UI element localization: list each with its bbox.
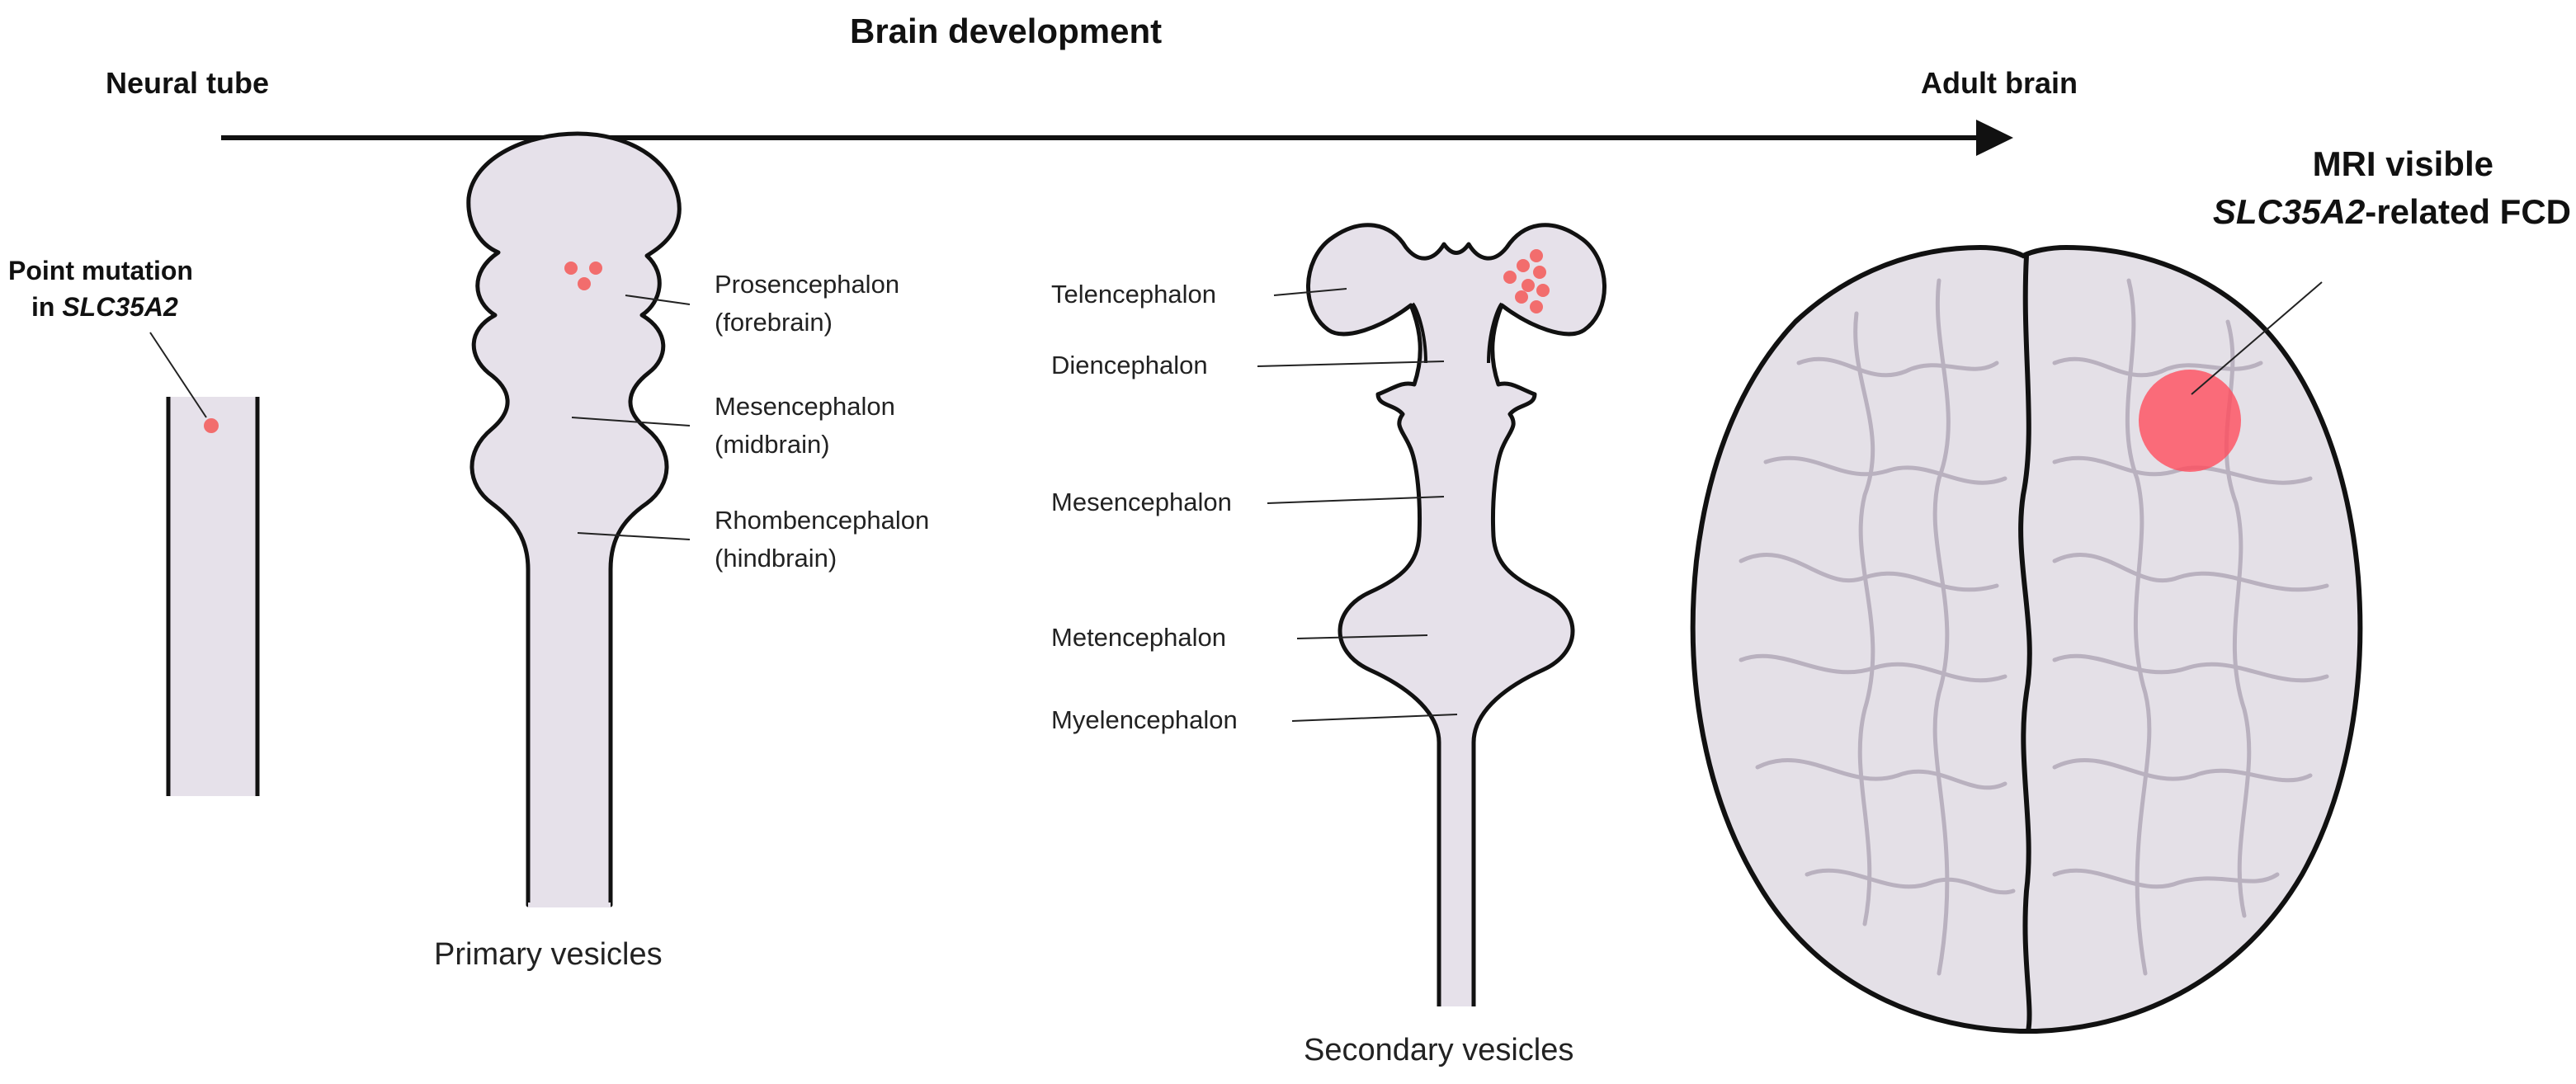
label-line2: (hindbrain) xyxy=(715,544,837,573)
secondary-label-mesencephalon: Mesencephalon xyxy=(1051,488,1232,516)
secondary-vesicles-shape xyxy=(1257,223,1606,1006)
label-line1: Mesencephalon xyxy=(715,392,895,421)
adult-brain xyxy=(1690,244,2363,1034)
mutation-leader-line xyxy=(149,332,207,418)
neural-tube xyxy=(149,332,260,796)
mutation-label-gene: SLC35A2 xyxy=(62,292,178,322)
diagram-title: Brain development xyxy=(850,12,1163,50)
mutation-label: Point mutation in SLC35A2 xyxy=(8,252,193,325)
primary-vesicles-caption: Primary vesicles xyxy=(434,937,663,972)
secondary-label-diencephalon: Diencephalon xyxy=(1051,351,1208,379)
secondary-label-telencephalon: Telencephalon xyxy=(1051,280,1216,309)
label-line2: (midbrain) xyxy=(715,430,830,459)
label-line1: Rhombencephalon xyxy=(715,506,930,535)
lesion-label-line2: SLC35A2-related FCD xyxy=(2213,188,2571,236)
label-line2: (forebrain) xyxy=(715,308,833,337)
start-label: Neural tube xyxy=(106,66,270,100)
timeline-arrow xyxy=(221,120,2013,156)
lesion-label-gene: SLC35A2 xyxy=(2212,192,2366,231)
mutation-label-prefix: in xyxy=(31,292,63,322)
end-label: Adult brain xyxy=(1921,66,2078,100)
primary-label-prosencephalon: Prosencephalon (forebrain) xyxy=(715,266,899,342)
lesion-label-line1: MRI visible xyxy=(2312,144,2493,183)
lesion-leader-line xyxy=(2191,281,2323,395)
mutation-cluster-primary xyxy=(564,262,602,290)
lesion-label-suffix: -related FCD xyxy=(2365,192,2571,231)
primary-label-rhombencephalon: Rhombencephalon (hindbrain) xyxy=(715,502,929,577)
mutation-dot xyxy=(204,418,219,433)
mutation-label-line1: Point mutation xyxy=(8,256,193,285)
lesion-label: MRI visible SLC35A2-related FCD xyxy=(2213,140,2571,236)
secondary-label-metencephalon: Metencephalon xyxy=(1051,623,1226,652)
label-line1: Prosencephalon xyxy=(715,270,900,299)
primary-label-mesencephalon: Mesencephalon (midbrain) xyxy=(715,388,895,464)
mutation-cluster-secondary xyxy=(1503,249,1550,313)
fcd-lesion xyxy=(2139,370,2241,472)
mutation-label-line2: in SLC35A2 xyxy=(8,289,193,325)
secondary-vesicles-caption: Secondary vesicles xyxy=(1304,1033,1574,1068)
secondary-label-myelencephalon: Myelencephalon xyxy=(1051,705,1238,734)
primary-vesicles-shape xyxy=(466,131,691,907)
